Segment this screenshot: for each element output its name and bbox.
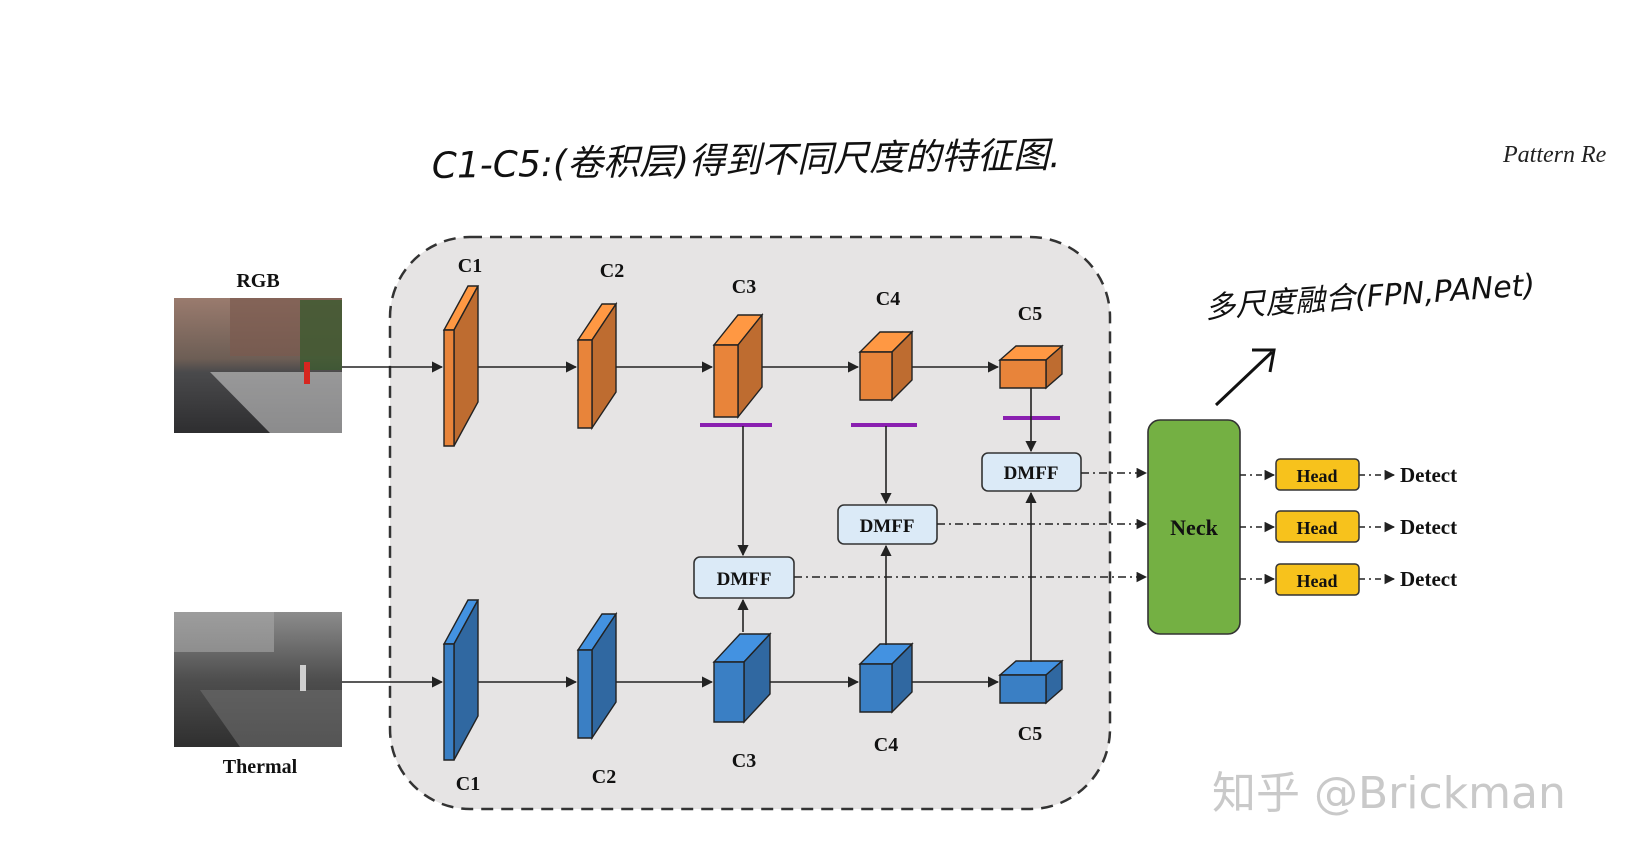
- thermal-stage-label-c3: C3: [732, 750, 756, 772]
- thermal-label: Thermal: [223, 756, 298, 778]
- thermal-stage-c2: [576, 611, 618, 741]
- thermal-stage-c1-front-face: [443, 643, 455, 761]
- detect-label-3: Detect: [1400, 567, 1457, 591]
- detect-label-2: Detect: [1400, 515, 1457, 539]
- thermal-stage-label-c4: C4: [874, 734, 898, 756]
- dmff-block-c4: DMFF: [837, 504, 938, 545]
- rgb-stage-c4-front-face: [859, 351, 893, 401]
- rgb-stage-label-c3: C3: [732, 276, 756, 298]
- dmff-block-c3: DMFF: [693, 556, 795, 599]
- head-block-1: Head: [1275, 458, 1360, 491]
- thermal-stage-c3: [712, 632, 772, 724]
- thermal-stage-c1: [442, 599, 480, 761]
- handwritten-arrow-head: [1252, 348, 1276, 373]
- thermal-stage-label-c2: C2: [592, 766, 616, 788]
- head-label: Head: [1296, 571, 1337, 591]
- handwritten-arrow-shaft: [1214, 350, 1274, 407]
- dmff-to-neck-arrows: [794, 467, 1148, 583]
- thermal-input-image: [174, 612, 342, 747]
- rgb-stage-label-c1: C1: [458, 255, 482, 277]
- detect-label-1: Detect: [1400, 463, 1457, 487]
- dmff-label: DMFF: [717, 569, 772, 590]
- thermal-stage-label-c5: C5: [1018, 723, 1042, 745]
- stream-arrows: [342, 361, 1000, 688]
- rgb-backbone-stages: [442, 285, 1064, 447]
- neck-block: Neck: [1147, 419, 1241, 635]
- thermal-stage-c5-front-face: [999, 674, 1047, 704]
- head-label: Head: [1296, 466, 1337, 486]
- backbone-container: [388, 235, 1112, 811]
- thermal-stage-c3-front-face: [713, 661, 745, 723]
- thermal-stage-c4: [858, 642, 914, 714]
- rgb-stage-c2: [576, 301, 618, 431]
- neck-label: Neck: [1170, 515, 1218, 540]
- dmff-block-c5: DMFF: [981, 452, 1082, 492]
- thermal-backbone-stages: [442, 599, 1064, 761]
- top-handwritten-note: C1-C5:(卷积层)得到不同尺度的特征图.: [431, 135, 1060, 187]
- head-block-2: Head: [1275, 510, 1360, 543]
- rgb-label: RGB: [236, 270, 279, 292]
- rgb-input-image: [174, 298, 342, 433]
- rgb-stage-c4: [858, 330, 914, 402]
- head-block-3: Head: [1275, 563, 1360, 596]
- rgb-stage-label-c2: C2: [600, 260, 624, 282]
- rgb-stage-label-c4: C4: [876, 288, 900, 310]
- right-handwritten-note: 多尺度融合(FPN,PANet): [1204, 268, 1536, 326]
- dmff-label: DMFF: [1004, 463, 1059, 484]
- rgb-stage-c5-front-face: [999, 359, 1047, 389]
- head-label: Head: [1296, 518, 1337, 538]
- dmff-label: DMFF: [860, 516, 915, 537]
- rgb-stage-c5: [998, 344, 1064, 390]
- rgb-stage-c2-front-face: [577, 339, 593, 429]
- watermark: 知乎 @Brickman: [1212, 768, 1566, 819]
- rgb-stage-c1-front-face: [443, 329, 455, 447]
- thermal-stage-label-c1: C1: [456, 773, 480, 795]
- rgb-stage-label-c5: C5: [1018, 303, 1042, 325]
- thermal-stage-c5: [998, 659, 1064, 705]
- header-text: Pattern Re: [1502, 142, 1607, 168]
- neck-to-head-arrows: [1240, 469, 1396, 585]
- rgb-stage-c1: [442, 285, 480, 447]
- rgb-stage-c3: [712, 313, 764, 419]
- thermal-stage-c4-front-face: [859, 663, 893, 713]
- rgb-stage-c3-front-face: [713, 344, 739, 418]
- thermal-stage-c2-front-face: [577, 649, 593, 739]
